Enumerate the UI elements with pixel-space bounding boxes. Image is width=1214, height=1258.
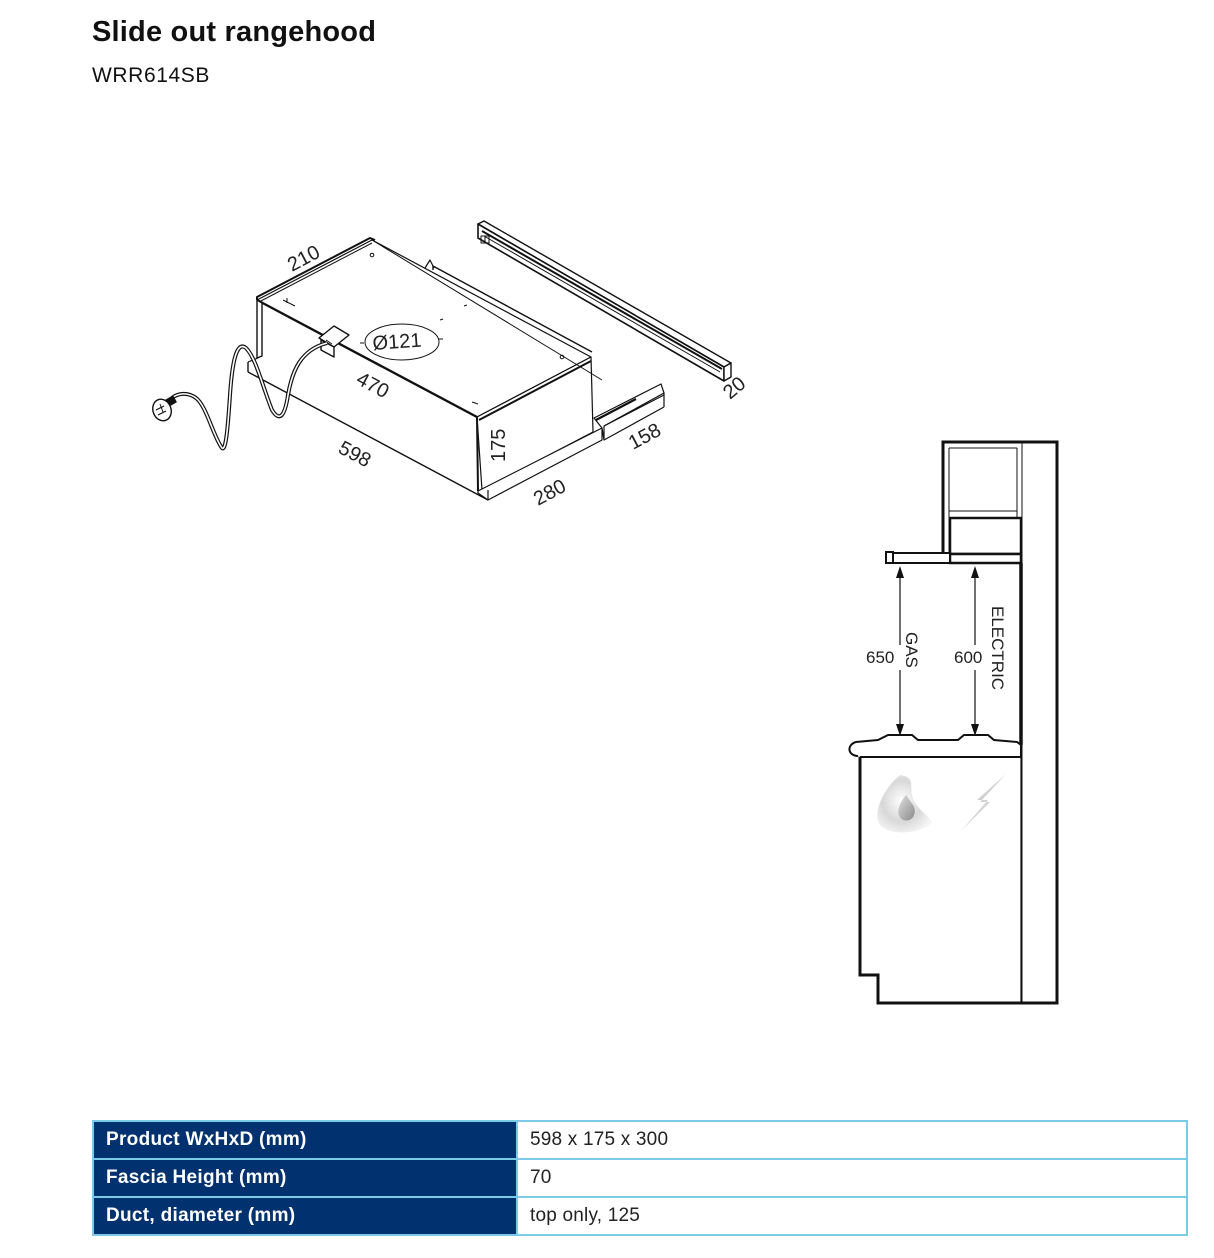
dim-width: 598: [335, 437, 375, 472]
spec-value: 70: [516, 1158, 1188, 1198]
power-cord: [152, 341, 328, 451]
plug-icon: [152, 395, 177, 422]
electric-label: ELECTRIC: [988, 606, 1007, 690]
dim-height: 175: [488, 429, 510, 462]
dim-inner-width: 470: [353, 368, 393, 403]
side-elevation-drawing: [848, 440, 1059, 1005]
upper-cabinet: [941, 440, 1020, 555]
hood-tray: [477, 427, 603, 501]
gas-flame-icon: [877, 775, 932, 833]
table-row: Product WxHxD (mm) 598 x 175 x 300: [92, 1120, 1188, 1160]
spec-label: Fascia Height (mm): [92, 1158, 518, 1198]
spec-value: top only, 125: [516, 1196, 1188, 1236]
gas-label: GAS: [902, 632, 921, 668]
table-row: Fascia Height (mm) 70: [92, 1158, 1188, 1198]
hood-left-panel: [256, 299, 263, 359]
technical-drawings: 210 Ø121 470 598 175 280 158 20: [152, 220, 1059, 1005]
spec-value: 598 x 175 x 300: [516, 1120, 1188, 1160]
spec-label: Duct, diameter (mm): [92, 1196, 518, 1236]
isometric-rangehood-drawing: [152, 220, 732, 501]
fascia-bar: [477, 220, 732, 382]
rangehood-side: [948, 516, 1023, 556]
model-number: WRR614SB: [92, 64, 211, 87]
gas-clearance-value: 650: [866, 648, 894, 667]
spec-label: Product WxHxD (mm): [92, 1120, 518, 1160]
electric-bolt-icon: [962, 774, 1006, 830]
specifications-table: Product WxHxD (mm) 598 x 175 x 300 Fasci…: [92, 1120, 1188, 1236]
dim-tray-depth: 280: [530, 475, 570, 510]
electric-clearance-value: 600: [954, 648, 982, 667]
dim-duct-diameter: Ø121: [372, 330, 422, 355]
table-row: Duct, diameter (mm) top only, 125: [92, 1196, 1188, 1236]
elevation-labels: 650 GAS 600 ELECTRIC: [866, 606, 1007, 690]
page-title: Slide out rangehood: [92, 16, 377, 48]
cooktop: [848, 734, 1022, 758]
duct-outlet: [364, 323, 440, 361]
